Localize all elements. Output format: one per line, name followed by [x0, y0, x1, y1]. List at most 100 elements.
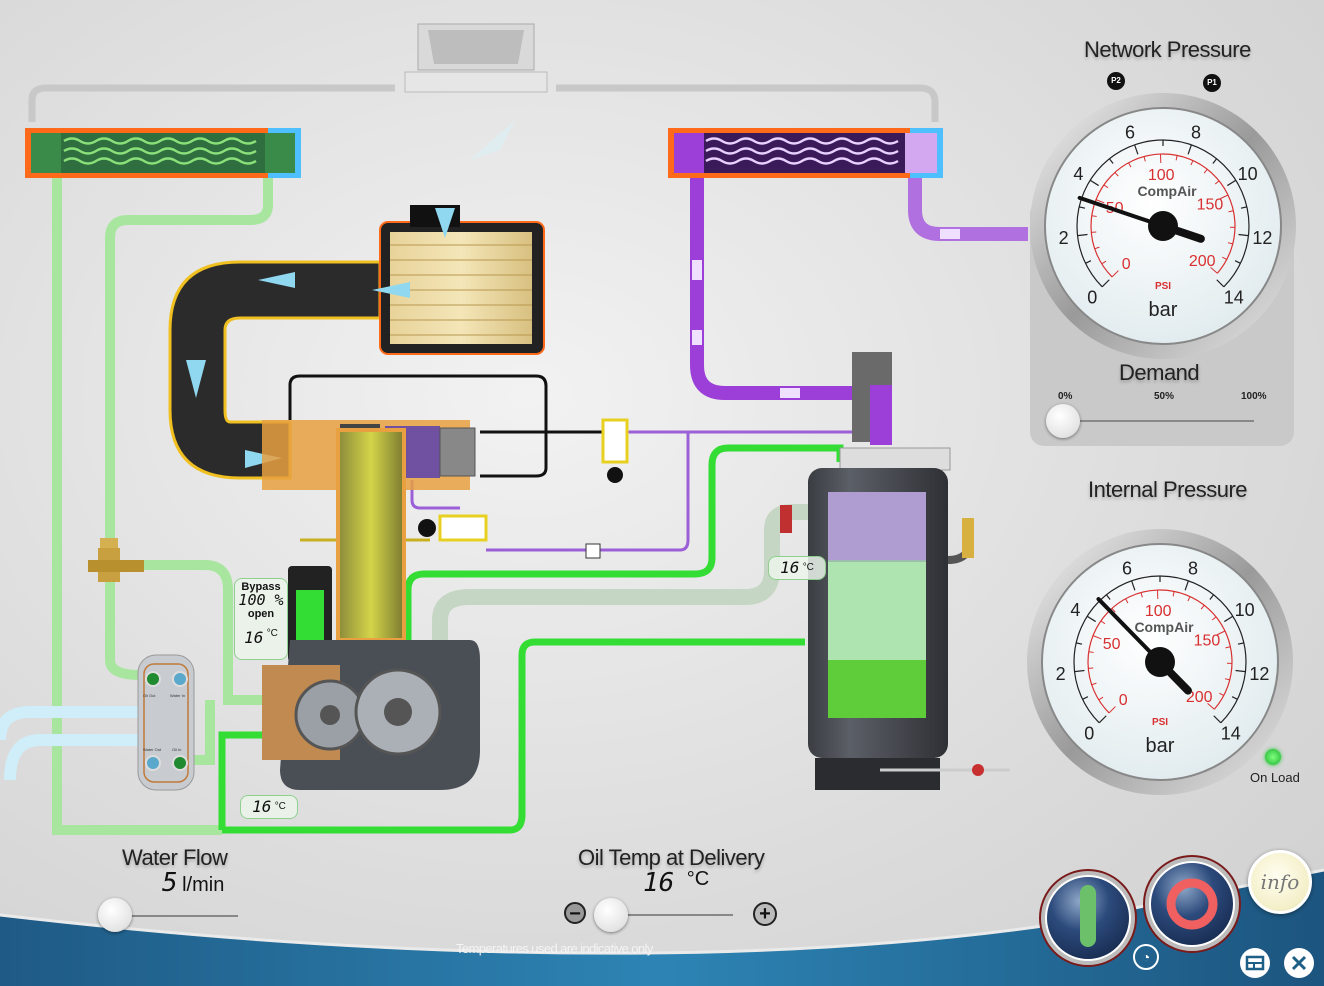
bar-tick	[1237, 642, 1244, 645]
psi-unit: PSI	[1152, 717, 1168, 728]
bar-label: 0	[1087, 288, 1097, 308]
oil-temp-unit: °C	[686, 868, 710, 890]
bar-tick	[1184, 580, 1189, 591]
bar-tick	[1216, 279, 1225, 288]
bar-label: 8	[1188, 559, 1198, 579]
bar-tick	[1213, 715, 1222, 724]
bar-label: 2	[1059, 228, 1069, 248]
oil-temp-value: 16	[643, 868, 675, 898]
psi-tick	[1108, 706, 1116, 714]
bar-tick	[1234, 260, 1241, 264]
intake-duct	[168, 260, 382, 480]
footer-wave	[0, 870, 1324, 986]
stop-button[interactable]	[1144, 856, 1240, 952]
hx-label-water-out: Water Out	[143, 747, 162, 752]
bar-tick	[1098, 715, 1107, 724]
bar-tick	[1089, 179, 1099, 187]
bypass-state: open	[247, 608, 275, 620]
demand-slider-track[interactable]	[1064, 420, 1254, 422]
oil-temp-readout: 16 °C	[643, 868, 709, 898]
start-button[interactable]	[1040, 870, 1136, 966]
bar-tick	[1079, 206, 1086, 209]
oil-separator-tank	[780, 352, 1010, 790]
oil-temp-slider-track[interactable]	[620, 914, 733, 916]
bar-label: 10	[1235, 600, 1255, 620]
plate-heat-exchanger: Oil Out Water In Water Out Oil In	[137, 654, 195, 791]
return-temp-value: 16	[252, 797, 272, 816]
gauge-toggle-button[interactable]: ◔	[1133, 944, 1159, 970]
close-button[interactable]	[1284, 948, 1314, 978]
water-flow-unit: l/min	[182, 874, 225, 896]
psi-label: 150	[1194, 633, 1221, 650]
psi-tick	[1211, 616, 1217, 621]
cool-oil-pipes	[52, 178, 810, 835]
psi-tick	[1207, 702, 1215, 710]
oil-temp-decrease-button[interactable]: −	[564, 902, 586, 925]
psi-tick	[1091, 215, 1097, 217]
bar-tick	[1108, 158, 1114, 164]
on-load-label: On Load	[1250, 770, 1300, 785]
oil-temp-slider-handle[interactable]	[594, 898, 628, 932]
psi-tick	[1200, 604, 1205, 610]
bar-tick	[1235, 669, 1246, 673]
bypass-temp: 16	[244, 628, 264, 647]
inlet-column	[336, 428, 406, 642]
psi-tick	[1219, 692, 1224, 696]
psi-label: 100	[1145, 603, 1172, 620]
psi-tick	[1098, 696, 1104, 701]
psi-tick	[1228, 210, 1234, 213]
bar-tick	[1231, 696, 1238, 700]
psi-tick	[1216, 630, 1226, 636]
bar-tick	[1227, 179, 1237, 187]
layout-icon	[1245, 955, 1265, 971]
psi-tick	[1203, 168, 1208, 174]
compair-logo: CompAir	[1137, 183, 1197, 199]
oil-cooler	[25, 128, 301, 178]
bar-unit: bar	[1149, 299, 1178, 321]
bar-label: 4	[1070, 600, 1080, 620]
bar-label: 6	[1122, 559, 1132, 579]
start-button-graphic	[1039, 869, 1137, 967]
psi-tick	[1140, 592, 1143, 598]
demand-slider-handle[interactable]	[1046, 404, 1080, 438]
tank-temp-callout: 16 °C	[768, 556, 826, 580]
bar-label: 14	[1221, 724, 1241, 744]
bar-tick	[1187, 144, 1192, 155]
solenoid-valve-1	[601, 418, 629, 483]
air-aftercooler	[668, 128, 943, 178]
airend	[262, 640, 480, 790]
psi-label: 50	[1103, 636, 1121, 653]
psi-tick	[1225, 646, 1231, 649]
bypass-title: Bypass	[241, 581, 281, 593]
psi-tick	[1190, 160, 1194, 166]
cooling-fan	[404, 23, 548, 160]
solenoid-valve-2	[418, 514, 488, 542]
gauge-icon: ◔	[1141, 949, 1151, 965]
psi-label: 100	[1148, 167, 1175, 184]
bar-tick	[1212, 158, 1218, 164]
info-button[interactable]: info	[1248, 850, 1312, 914]
psi-tick	[1219, 194, 1229, 200]
oil-temp-increase-button[interactable]: +	[753, 902, 777, 926]
hot-oil-pipes	[218, 444, 844, 834]
psi-tick	[1094, 246, 1100, 250]
psi-tick	[1111, 270, 1119, 278]
screen-layout-button[interactable]	[1240, 948, 1270, 978]
internal-pressure-title: Internal Pressure	[1088, 477, 1248, 502]
oil-temp-title: Oil Temp at Delivery	[578, 845, 765, 870]
p1-marker[interactable]: P1	[1203, 74, 1221, 92]
psi-tick	[1091, 682, 1097, 686]
close-icon	[1291, 955, 1307, 971]
p2-marker[interactable]: P2	[1107, 72, 1125, 90]
psi-tick	[1187, 596, 1191, 602]
psi-tick	[1128, 162, 1132, 168]
water-flow-slider-handle[interactable]	[98, 898, 132, 932]
psi-tick	[1111, 608, 1116, 613]
bar-tick	[1238, 233, 1249, 237]
bar-tick	[1082, 696, 1089, 700]
water-flow-slider-track[interactable]	[120, 915, 238, 917]
bar-tick	[1076, 642, 1083, 645]
bar-label: 8	[1191, 123, 1201, 143]
